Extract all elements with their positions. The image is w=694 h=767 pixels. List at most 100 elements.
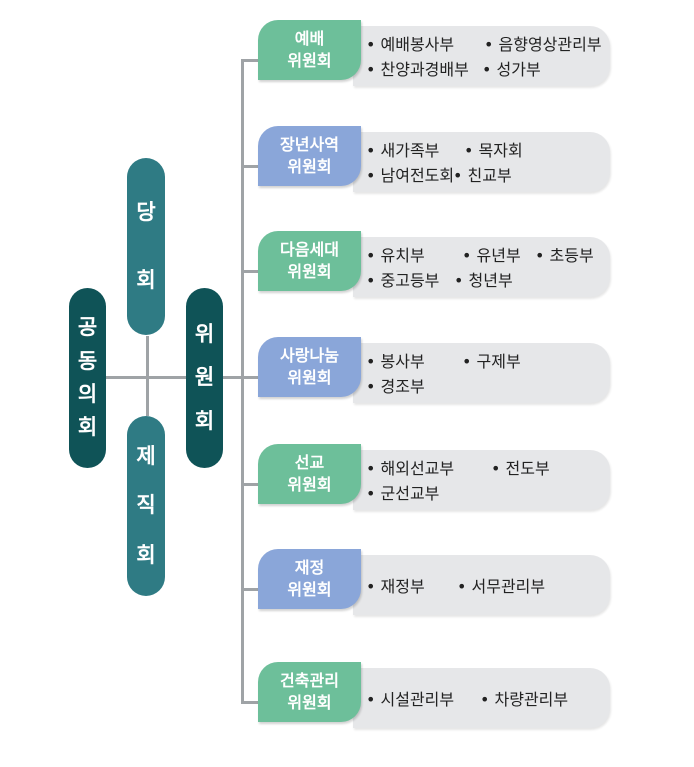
committee-items: • 봉사부 • 구제부 • 경조부 [366,343,610,403]
committee-label-line: 위원회 [287,475,332,494]
item-line: • 새가족부• 목자회 [366,137,610,162]
item-line: • 경조부 [366,373,610,398]
connector-branch-6 [241,588,261,591]
item-line: • 봉사부 • 구제부 [366,348,610,373]
department-item: • 경조부 [366,377,425,396]
department-item: • 해외선교부 [366,459,455,478]
vertical-char: 당 [136,200,156,225]
vertical-char: 의 [77,382,98,406]
vertical-char: 동 [77,348,98,373]
vertical-char: 회 [77,415,98,440]
item-line: • 중고등부 • 청년부 [366,267,610,292]
item-line: • 해외선교부 • 전도부 [366,455,610,480]
committee-label-line: 위원회 [287,262,332,281]
vertical-char: 회 [194,408,215,433]
connector-branch-7 [241,701,261,704]
committee-items-panel [353,343,610,403]
connector-vertical-center [146,336,149,416]
department-item: • 청년부 [454,271,513,290]
department-item: • 친교부 [453,166,512,185]
item-line: • 남여전도회• 친교부 [366,162,610,187]
item-line: • 군선교부 [366,480,610,505]
item-line: • 찬양과경배부 • 성가부 [366,56,610,81]
department-item: • 음향영상관리부 [484,35,602,54]
committee-items-panel [353,132,610,192]
vertical-char: 회 [136,267,156,292]
department-item: • 구제부 [462,352,521,371]
connector-branch-4 [241,376,261,379]
item-line: • 시설관리부 • 차량관리부 [366,686,610,711]
department-item: • 서무관리부 [457,576,546,596]
connector-branch-2 [241,165,261,168]
committee-items: • 새가족부• 목자회• 남여전도회• 친교부 [366,132,610,192]
committee-items-panel [353,668,610,728]
department-item: • 군선교부 [366,484,440,503]
item-line: • 유치부• 유년부• 초등부 [366,242,610,267]
committee-items: • 재정부 • 서무관리부 [366,555,610,615]
connector-horizontal [98,376,244,379]
department-item: • 남여전도회 [366,166,455,185]
committee-items: • 해외선교부 • 전도부 • 군선교부 [366,450,610,510]
committee-label-line: 다음세대 [280,240,339,260]
committee-label-line: 장년사역 [280,135,339,155]
department-item: • 찬양과경배부 [366,60,469,79]
connector-branch-3 [241,270,261,273]
committee-label-line: 건축관리 [280,671,339,691]
department-item: • 봉사부 [366,352,425,371]
committee-items: • 예배봉사부 • 음향영상관리부 • 찬양과경배부 • 성가부 [366,26,610,86]
committee-label-line: 위원회 [287,368,332,387]
committee-label-line: 위원회 [287,580,332,599]
committee-label-line: 선교 [294,453,325,473]
committee-label-line: 예배 [294,29,325,49]
committee-label-line: 위원회 [287,157,332,176]
connector-trunk [241,59,244,704]
vertical-char: 원 [194,365,215,390]
vertical-char: 회 [136,542,156,567]
connector-branch-1 [241,59,261,62]
vertical-char: 공 [77,315,98,340]
connector-branch-5 [241,483,261,486]
item-line: • 예배봉사부 • 음향영상관리부 [366,31,610,56]
committee-items: • 유치부• 유년부• 초등부• 중고등부• 청년부 [366,237,610,297]
vertical-char: 직 [136,493,156,518]
committee-items-panel [353,26,610,86]
item-line: • 재정부 • 서무관리부 [366,573,610,598]
vertical-char: 제 [136,444,156,469]
department-item: • 예배봉사부 [366,35,455,54]
department-item: • 시설관리부 [366,689,455,709]
department-item: • 차량관리부 [480,689,569,709]
committee-items-panel [353,450,610,510]
committee-items-panel [353,237,610,297]
committee-label-line: 위원회 [287,693,332,712]
department-item: • 유년부 [462,246,521,265]
committee-label-line: 위원회 [287,51,332,70]
department-item: • 전도부 [491,459,550,478]
vertical-char: 위 [194,322,215,347]
department-item: • 중고등부 [366,271,440,290]
committee-label-line: 사랑나눔 [280,346,339,366]
committee-label-line: 재정 [294,558,325,578]
department-item: • 재정부 [366,576,425,596]
department-item: • 초등부 [535,246,594,265]
department-item: • 새가족부 [366,141,440,160]
committee-items-panel [353,555,610,615]
committee-items: • 시설관리부 • 차량관리부 [366,668,610,728]
department-item: • 성가부 [482,60,541,79]
